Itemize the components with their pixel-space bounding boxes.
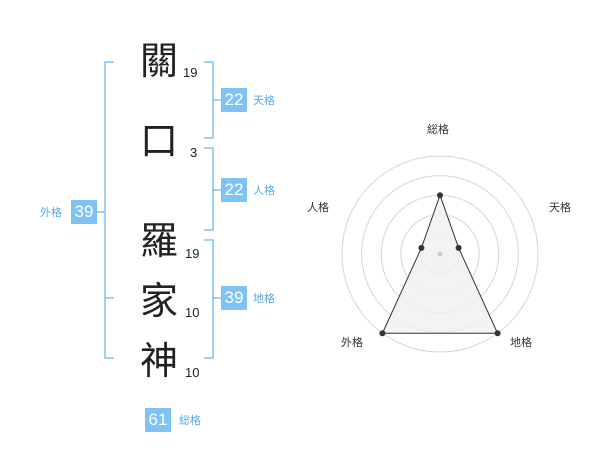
gaikaku-value: 39 — [71, 200, 97, 224]
radar-point-2 — [494, 330, 501, 337]
radar-axis-label-gaikaku: 外格 — [341, 336, 363, 349]
radar-axis-label-soukaku: 総格 — [427, 123, 449, 136]
stroke-count-1: 19 — [183, 65, 198, 80]
chikaku-bracket — [204, 239, 214, 359]
radar-point-4 — [418, 244, 425, 251]
name-char-5: 神 — [139, 339, 178, 383]
radar-point-0 — [437, 192, 443, 199]
soukaku-label: 総格 — [179, 414, 201, 427]
radar-axis-label-jinkaku: 人格 — [307, 201, 329, 214]
radar-polygon — [381, 193, 499, 334]
radar-center — [437, 251, 443, 257]
gaikaku-bracket — [104, 61, 114, 359]
radar-point-3 — [379, 330, 386, 337]
stroke-count-2: 3 — [190, 145, 198, 160]
gaikaku-label: 外格 — [40, 206, 62, 219]
soukaku-value: 61 — [145, 408, 171, 432]
jinkaku-label: 人格 — [253, 184, 275, 197]
name-char-2: 口 — [139, 119, 178, 163]
stroke-count-3: 19 — [185, 246, 200, 261]
chikaku-label: 地格 — [253, 292, 275, 305]
radar-point-1 — [455, 244, 462, 251]
jinkaku-value: 22 — [221, 178, 247, 202]
radar-axis-label-tenkaku: 天格 — [549, 201, 571, 214]
radar-axis-label-chikaku: 地格 — [510, 336, 532, 349]
chikaku-value: 39 — [221, 286, 247, 310]
tenkaku-value: 22 — [221, 88, 247, 112]
stroke-count-4: 10 — [185, 305, 200, 320]
stroke-count-5: 10 — [185, 365, 200, 380]
name-char-4: 家 — [139, 279, 178, 323]
name-char-1: 關 — [139, 39, 178, 83]
name-char-3: 羅 — [139, 219, 178, 263]
jinkaku-bracket — [204, 147, 214, 231]
radar-ring-5 — [341, 155, 539, 353]
tenkaku-label: 天格 — [253, 94, 275, 107]
